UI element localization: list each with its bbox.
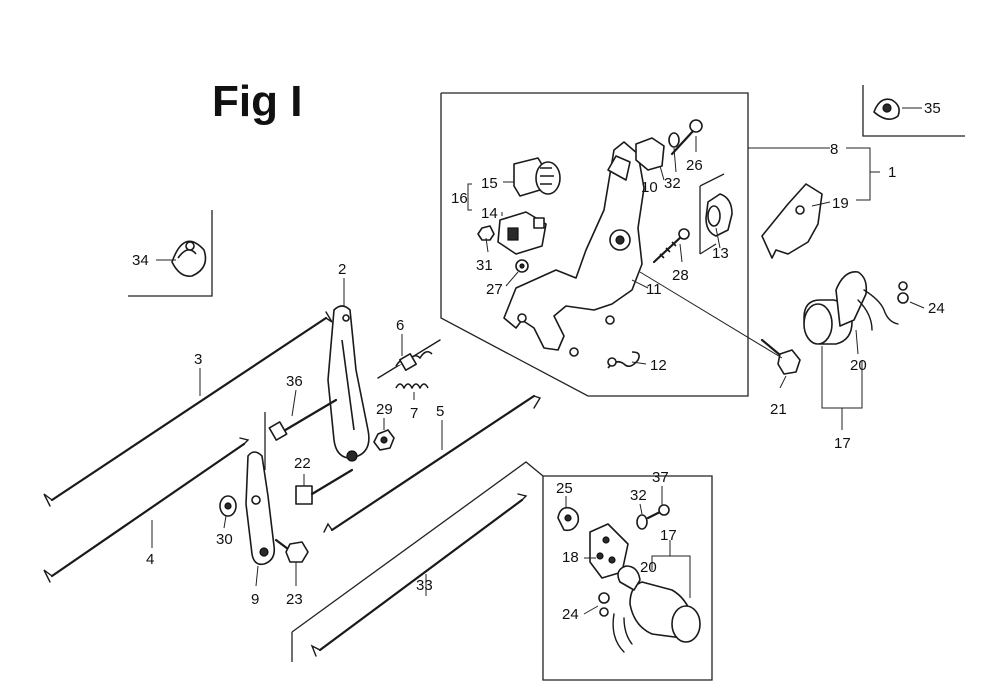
rod-4 xyxy=(43,437,250,583)
callout-24-upper: 24 xyxy=(928,300,945,317)
part-23-bolt xyxy=(274,538,309,563)
callout-37: 37 xyxy=(652,469,669,486)
callout-36: 36 xyxy=(286,373,303,390)
callout-6: 6 xyxy=(396,317,404,334)
part-9-lever xyxy=(245,451,276,566)
callout-20-lower: 20 xyxy=(640,559,657,576)
callout-8: 8 xyxy=(830,141,838,158)
callout-23: 23 xyxy=(286,591,303,608)
callout-18: 18 xyxy=(562,549,579,566)
callout-27: 27 xyxy=(486,281,503,298)
callout-24-lower: 24 xyxy=(562,606,579,623)
part-21-bolt xyxy=(639,271,801,375)
callout-11: 11 xyxy=(646,281,662,298)
rod-3 xyxy=(43,311,333,507)
callout-5: 5 xyxy=(436,403,444,420)
part-32-washer-lower xyxy=(636,514,648,530)
part-37-screw xyxy=(646,504,670,520)
callout-19: 19 xyxy=(832,195,849,212)
callout-1: 1 xyxy=(888,164,896,181)
callout-33: 33 xyxy=(416,577,433,594)
callout-16: 16 xyxy=(451,190,468,207)
part-17-solenoid-lower xyxy=(612,565,701,653)
governor-bracket xyxy=(503,141,645,357)
callout-7: 7 xyxy=(410,405,418,422)
callout-15: 15 xyxy=(481,175,498,192)
part-13-collar xyxy=(705,193,733,237)
callout-35: 35 xyxy=(924,100,941,117)
callout-17-lower: 17 xyxy=(660,527,677,544)
part-35-clip xyxy=(873,98,900,120)
part-13-bracket-line-top xyxy=(699,173,725,187)
callout-25: 25 xyxy=(556,480,573,497)
rod-5 xyxy=(323,394,542,533)
part-10-clip xyxy=(635,137,665,171)
part-27-screw xyxy=(515,259,529,273)
callout-28: 28 xyxy=(672,267,689,284)
callout-21: 21 xyxy=(770,401,787,418)
part-14-switch xyxy=(497,211,547,255)
callout-labels: 34 35 2 3 4 5 6 7 36 29 22 30 9 23 33 15… xyxy=(132,100,945,623)
part-15-bracket xyxy=(513,157,561,197)
control-assembly-frame xyxy=(440,92,749,397)
callout-9: 9 xyxy=(251,591,259,608)
callout-22: 22 xyxy=(294,455,311,472)
callout-10: 10 xyxy=(641,179,658,196)
callout-2: 2 xyxy=(338,261,346,278)
callout-17-upper: 17 xyxy=(834,435,851,452)
callout-12: 12 xyxy=(650,357,667,374)
callout-32-upper: 32 xyxy=(664,175,681,192)
part-13-bracket-line xyxy=(699,243,717,255)
part-25-nut xyxy=(557,506,580,532)
callout-34: 34 xyxy=(132,252,149,269)
part-7-spring xyxy=(395,383,429,389)
part-31-screw xyxy=(477,225,495,241)
callout-4: 4 xyxy=(146,551,154,568)
rod-33-frame xyxy=(291,461,544,633)
callout-3: 3 xyxy=(194,351,202,368)
part-34-clip xyxy=(171,240,207,278)
part-12-spring xyxy=(607,351,640,369)
callout-26: 26 xyxy=(686,157,703,174)
rod-33 xyxy=(310,493,528,657)
callout-30: 30 xyxy=(216,531,233,548)
part-24-screw-upper xyxy=(897,281,909,304)
callout-29: 29 xyxy=(376,401,393,418)
part-30-washer xyxy=(219,495,237,517)
part-29-nut xyxy=(373,429,395,451)
part-35-frame xyxy=(862,85,965,137)
callout-13: 13 xyxy=(712,245,729,262)
part-32-washer-upper xyxy=(668,132,680,148)
part-2-lever xyxy=(327,305,370,462)
callout-14: 14 xyxy=(481,205,498,222)
part-6-spring xyxy=(377,339,441,379)
leader-lines xyxy=(151,107,925,615)
callout-32-lower: 32 xyxy=(630,487,647,504)
part-24-screw-lower xyxy=(598,592,610,617)
part-26-bolt xyxy=(670,119,703,156)
lower-assembly-frame xyxy=(542,475,713,681)
figure-title: Fig I xyxy=(212,77,302,126)
callout-31: 31 xyxy=(476,257,493,274)
part-19-bracket xyxy=(761,183,823,259)
callout-20-upper: 20 xyxy=(850,357,867,374)
part-17-solenoid xyxy=(803,271,899,345)
part-36-bolt xyxy=(268,398,338,441)
part-34-frame xyxy=(128,210,213,297)
part-28-screw xyxy=(652,228,690,264)
